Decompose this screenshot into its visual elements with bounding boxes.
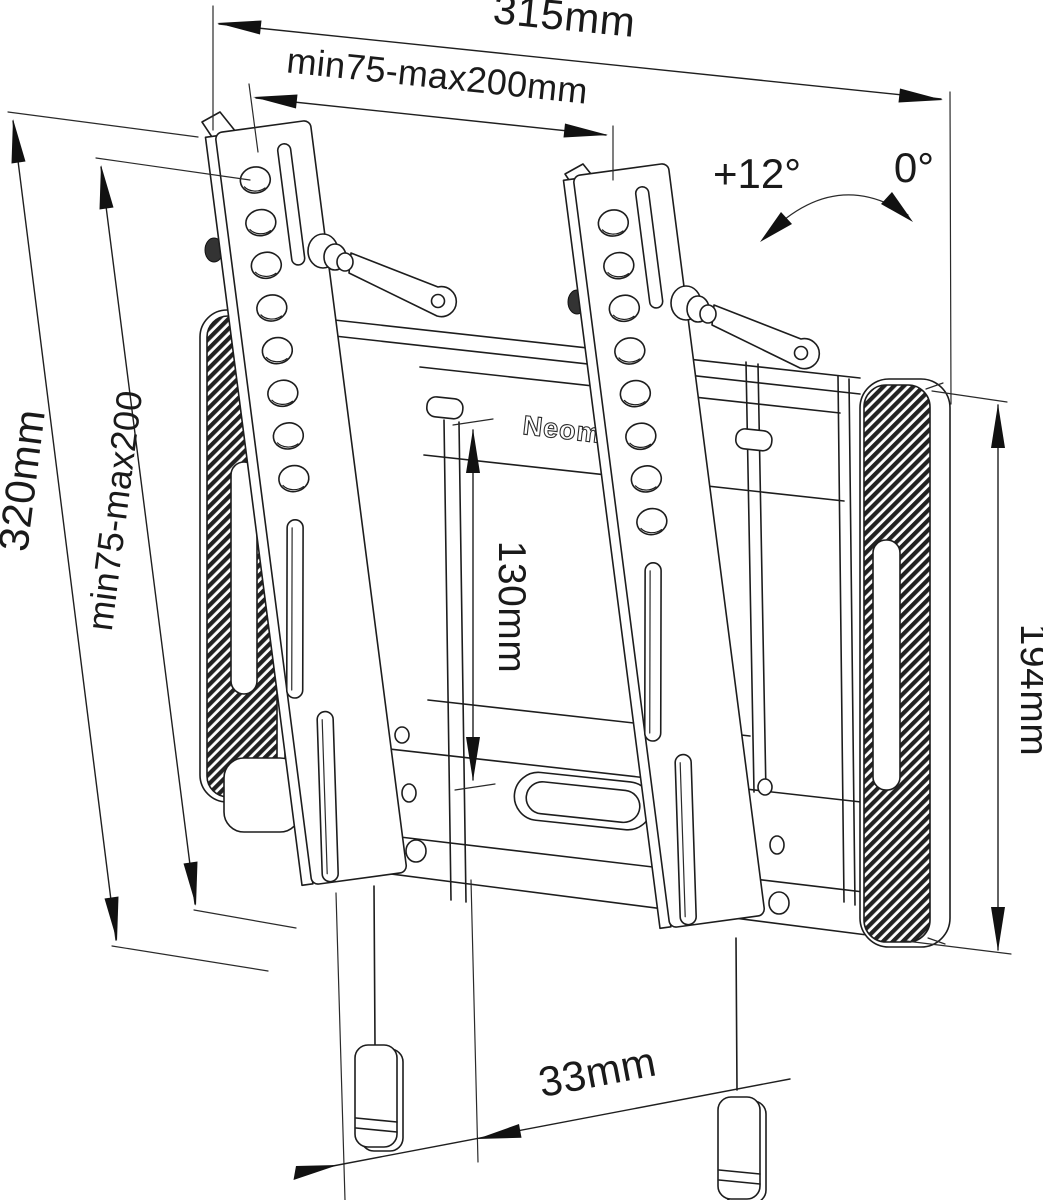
label-neutral-angle: 0° xyxy=(894,144,934,191)
right-tv-bracket xyxy=(562,163,766,930)
plate-notch-right xyxy=(735,428,773,452)
right-bracket-top-slot xyxy=(634,186,664,309)
label-tilt-angle: +12° xyxy=(713,150,801,197)
dimension-overall-width: 315mm xyxy=(217,0,943,103)
label-overall-width: 315mm xyxy=(491,0,637,46)
label-center-offset: 130mm xyxy=(490,541,533,674)
left-bracket-slot-upper xyxy=(285,518,304,699)
right-pull-strap xyxy=(717,937,767,1200)
label-overall-height: 320mm xyxy=(0,407,54,554)
right-tilt-arm xyxy=(711,304,821,370)
left-locking-bolt xyxy=(307,233,354,272)
left-pull-strap xyxy=(354,885,404,1152)
right-bracket-bottom-hole xyxy=(768,891,790,915)
left-bracket-small-hole xyxy=(394,726,410,744)
right-end-pad xyxy=(859,378,951,948)
extension-lines xyxy=(7,5,1012,1200)
right-locking-bolt xyxy=(670,285,717,324)
plate-strap-slot xyxy=(513,771,653,831)
plate-notch-left xyxy=(426,396,464,420)
right-pad-slot xyxy=(872,539,901,791)
label-wall-distance: 33mm xyxy=(535,1038,660,1106)
left-bracket-slot-lower xyxy=(316,710,339,883)
right-bracket-slot-lower xyxy=(674,753,697,926)
left-bracket-top-slot xyxy=(276,143,306,266)
tilt-angle-annotation: +12° 0° xyxy=(713,144,934,242)
left-tv-bracket xyxy=(204,120,408,887)
plate-rivet-left xyxy=(401,783,417,803)
label-vesa-height: min75-max200 xyxy=(79,388,150,633)
dimension-center-offset: 130mm xyxy=(466,429,533,781)
left-pad-slot xyxy=(230,461,258,695)
label-plate-height: 194mm xyxy=(1012,624,1043,757)
label-vesa-width: min75-max200mm xyxy=(285,39,590,111)
dimension-vesa-height: min75-max200 xyxy=(79,165,198,906)
left-tilt-arm xyxy=(348,252,458,318)
plate-rivet-right xyxy=(769,835,785,855)
right-bracket-slot-upper xyxy=(643,561,662,742)
right-bracket-small-hole xyxy=(757,778,773,796)
dimension-plate-height: 194mm xyxy=(991,404,1043,951)
left-bracket-bottom-hole xyxy=(405,839,427,863)
